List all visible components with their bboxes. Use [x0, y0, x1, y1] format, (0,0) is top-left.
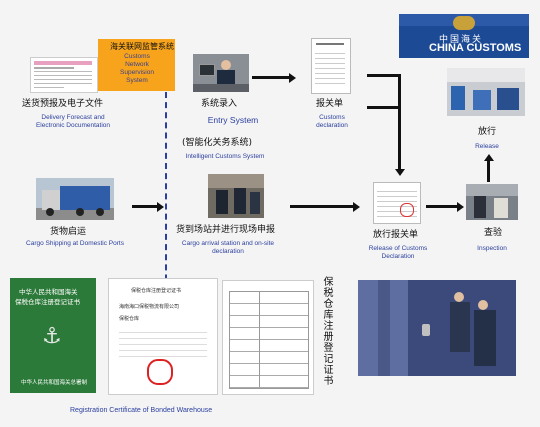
certificate-table — [222, 280, 314, 395]
doc-red-seal — [147, 359, 173, 385]
customs-network-cn: 海关联网监管系统 — [110, 42, 174, 51]
arrow-entry-to-declaration — [252, 72, 296, 83]
arrow-release-declaration-to-inspection — [426, 201, 464, 212]
delivery-forecast-cn: 送货预报及电子文件 — [22, 99, 104, 109]
doc-line2: 保税仓库 — [119, 316, 140, 322]
arrow-shipping-to-arrival — [132, 201, 164, 212]
china-customs-cn: 中国海关 — [439, 35, 484, 45]
connector-top — [367, 74, 401, 77]
green-cert-bottom: 中华人民共和国海关总署制 — [21, 380, 88, 386]
inspection-en: Inspection — [477, 245, 507, 252]
china-customs-en: CHINA CUSTOMS — [429, 42, 522, 54]
delivery-forecast-image — [30, 57, 98, 93]
customs-declaration-en: Customs declaration — [296, 114, 368, 130]
entry-system-image — [193, 54, 249, 92]
release-declaration-cn: 放行报关单 — [373, 230, 419, 240]
arrow-to-release-declaration — [394, 74, 405, 176]
doc-line1: 海南海口保税物流有限公司 — [119, 304, 180, 310]
cargo-shipping-en: Cargo Shipping at Domestic Ports — [26, 240, 124, 247]
customs-declaration-image — [311, 38, 351, 94]
customs-officers-image — [358, 280, 516, 376]
green-cert-line2: 保税仓库注册登记证书 — [15, 298, 80, 306]
release-en: Release — [475, 143, 499, 150]
cargo-arrival-image — [208, 174, 264, 218]
delivery-forecast-en-line1: Delivery Forecast and — [41, 114, 105, 121]
cargo-shipping-cn: 货物启运 — [50, 227, 87, 237]
intelligent-system-cn: (智能化关务系统) — [182, 138, 253, 148]
certificate-document: 保税仓库注册登记证书 海南海口保税物流有限公司 保税仓库 — [108, 278, 218, 395]
cargo-arrival-en-line1: Cargo arrival station and on-site — [181, 240, 275, 247]
release-declaration-en-line1: Release of Customs — [368, 245, 428, 252]
cargo-truck-image — [36, 178, 114, 220]
intelligent-system-en: Intelligent Customs System — [185, 153, 265, 160]
doc-title: 保税仓库注册登记证书 — [131, 288, 182, 294]
cargo-arrival-en-line2: declaration — [212, 248, 244, 255]
inspection-image — [466, 184, 518, 220]
release-declaration-en-line2: Declaration — [381, 253, 415, 260]
customs-network-en: Customs Network Supervision System — [120, 53, 154, 84]
customs-declaration-en-line2: declaration — [316, 122, 348, 129]
release-declaration-en: Release of Customs Declaration — [356, 245, 440, 261]
release-declaration-image — [373, 182, 421, 224]
customs-network-box: 海关联网监管系统 Customs Network Supervision Sys… — [98, 39, 175, 91]
china-customs-banner: 中国海关 CHINA CUSTOMS — [399, 14, 529, 58]
inspection-cn: 查验 — [484, 228, 503, 238]
release-image — [447, 68, 525, 116]
green-certificate: 中华人民共和国海关 保税仓库注册登记证书 ⚓ 中华人民共和国海关总署制 — [10, 278, 96, 393]
entry-system-cn: 系统录入 — [201, 99, 238, 109]
entry-system-en: Entry System — [207, 115, 259, 125]
cargo-arrival-en: Cargo arrival station and on-site declar… — [166, 240, 290, 256]
delivery-forecast-en: Delivery Forecast and Electronic Documen… — [18, 114, 128, 130]
customs-declaration-cn: 报关单 — [316, 99, 344, 109]
delivery-forecast-en-line2: Electronic Documentation — [35, 122, 111, 129]
connector-mid — [367, 106, 401, 109]
vertical-title: 保税仓库注册登记证书 — [321, 276, 332, 386]
customs-declaration-en-line1: Customs — [319, 114, 345, 121]
green-cert-line1: 中华人民共和国海关 — [19, 288, 78, 296]
customs-emblem-icon: ⚓ — [42, 324, 62, 349]
doc-text-lines — [119, 327, 207, 357]
registration-certificate-en: Registration Certificate of Bonded Wareh… — [70, 407, 213, 414]
dashed-separator — [165, 92, 167, 392]
cargo-arrival-cn: 货到场站并进行现场申报 — [176, 225, 276, 235]
arrow-arrival-to-release-declaration — [290, 201, 360, 212]
arrow-inspection-to-release — [483, 154, 494, 182]
release-cn: 放行 — [478, 127, 497, 137]
